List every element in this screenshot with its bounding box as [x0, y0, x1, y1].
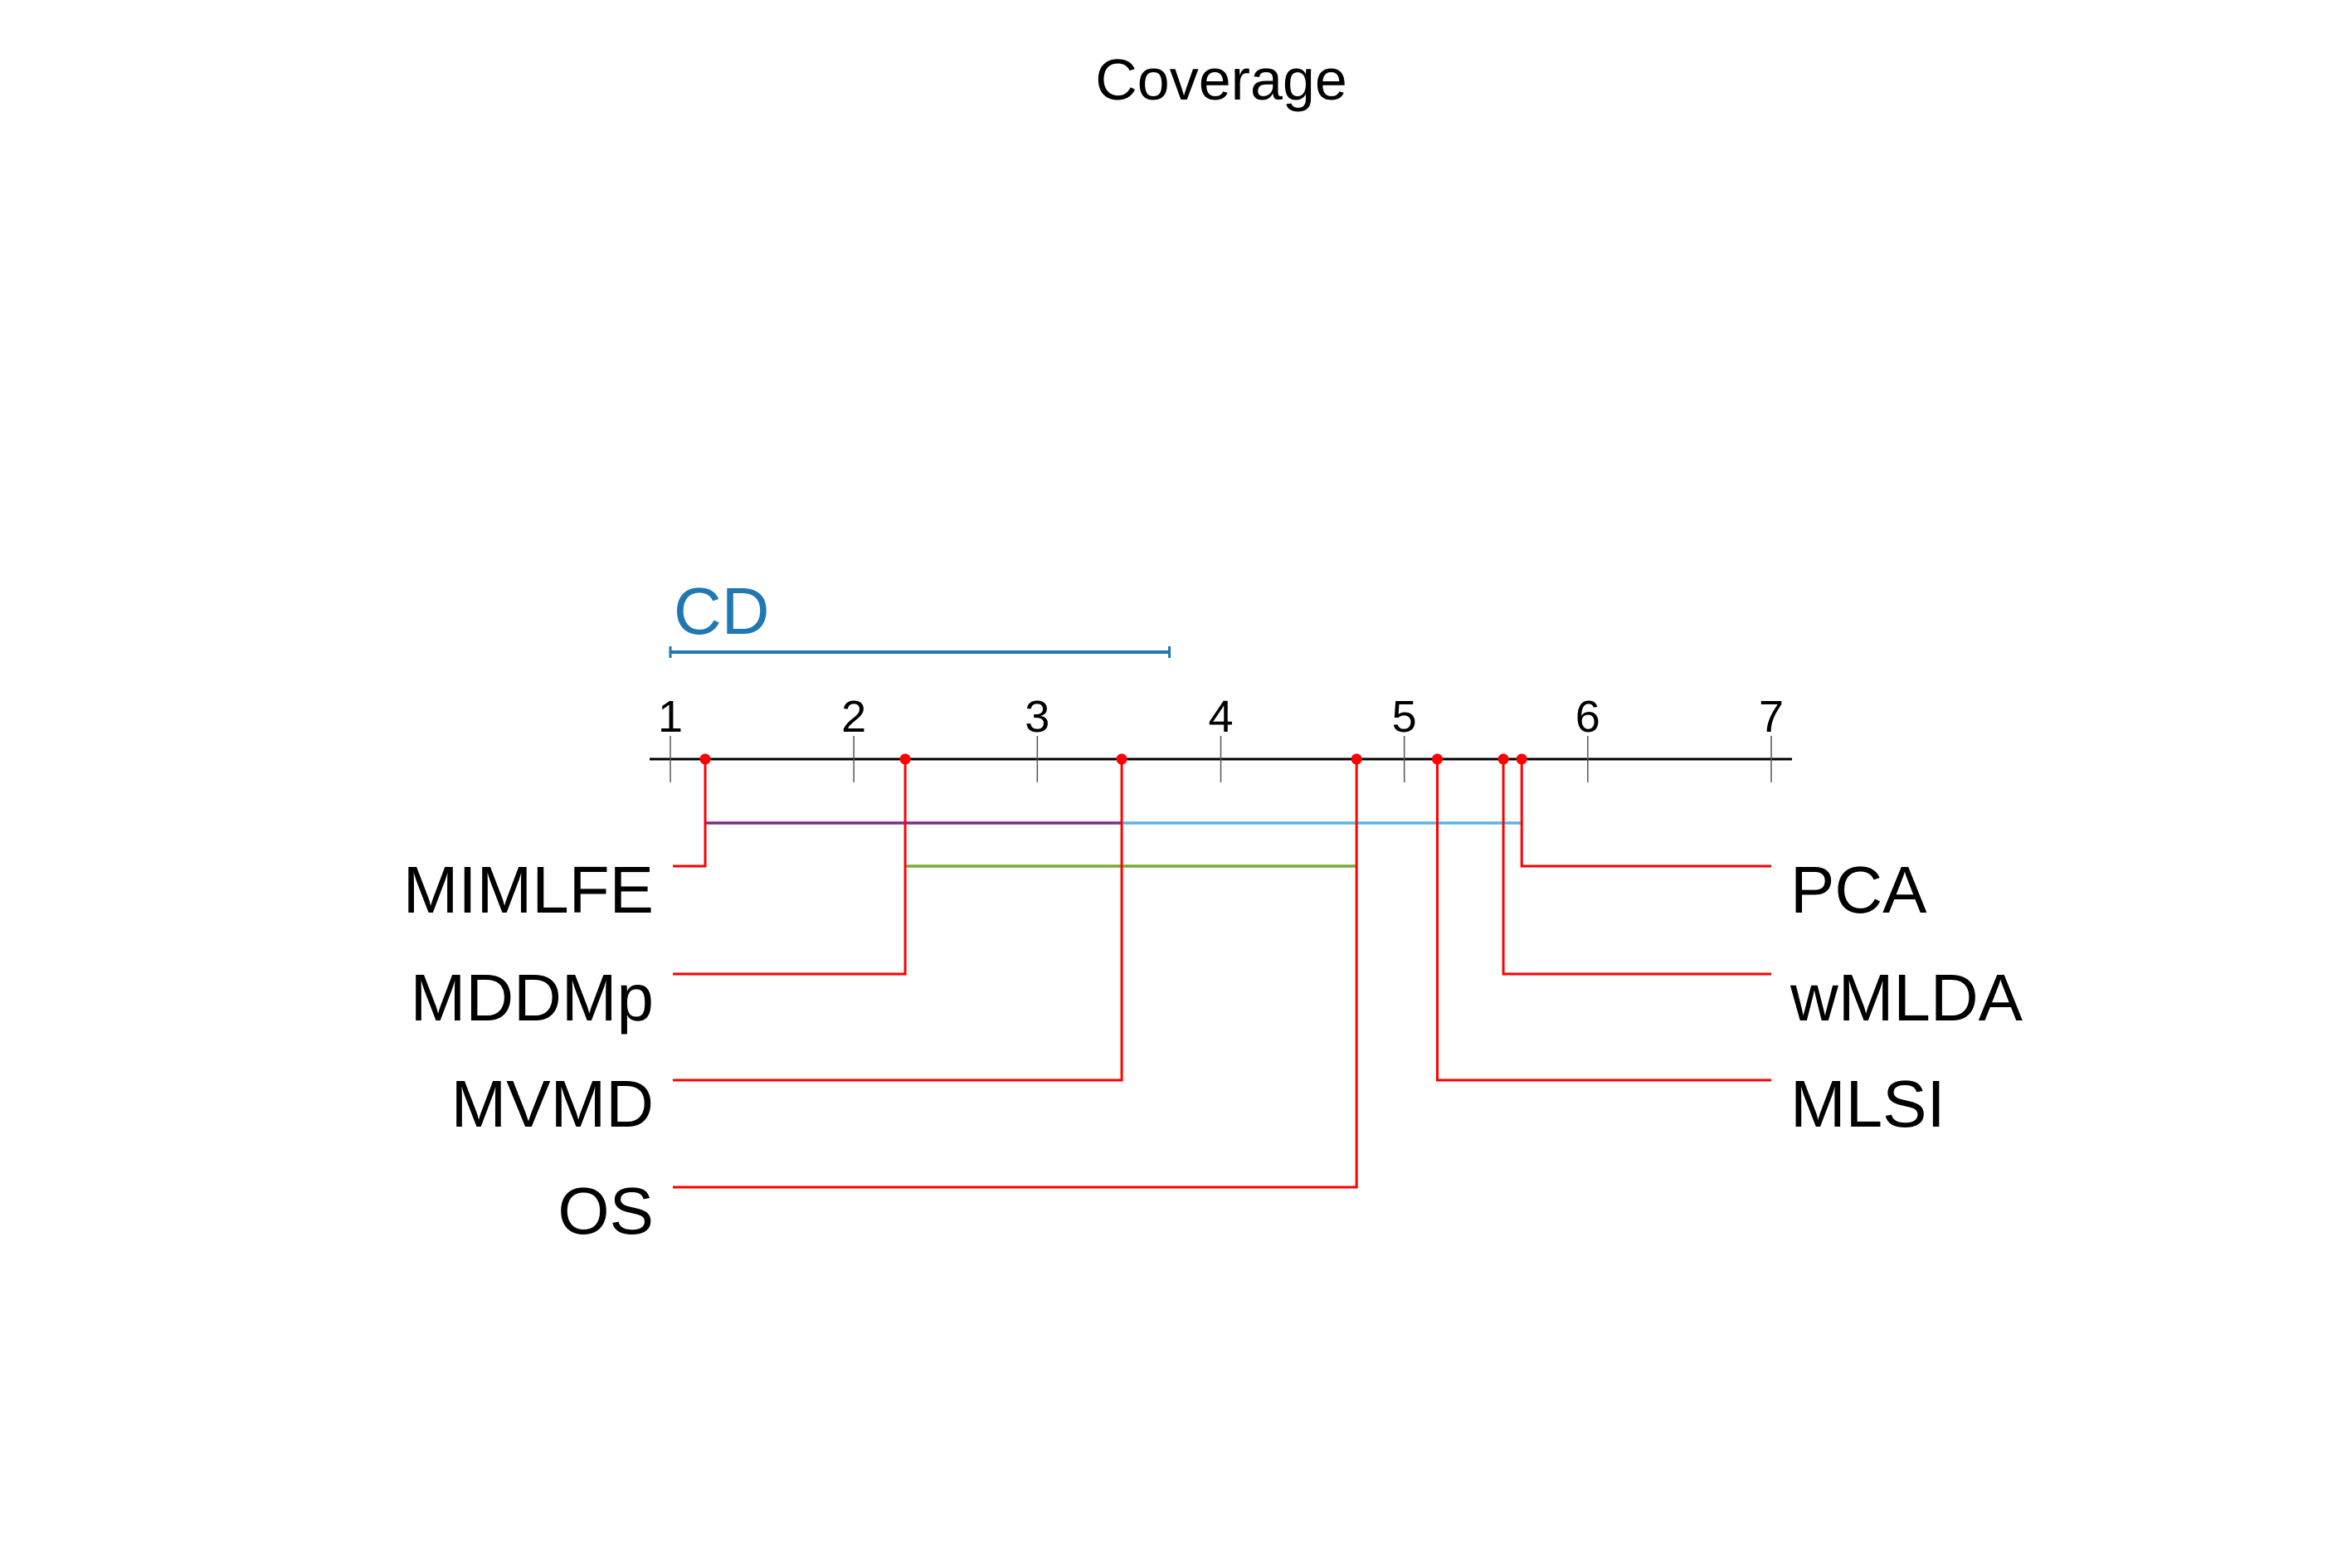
- method-label: MLSI: [1790, 1067, 1945, 1141]
- rank-marker: [1351, 753, 1362, 765]
- method-label: MIMLFE: [403, 853, 654, 927]
- method-label: OS: [558, 1174, 654, 1248]
- tick-label: 3: [1025, 692, 1049, 742]
- tick-label: 4: [1208, 692, 1233, 742]
- tick-label: 7: [1759, 692, 1784, 742]
- tick-label: 2: [841, 692, 866, 742]
- tick-label: 1: [658, 692, 683, 742]
- method-connector: [673, 759, 907, 976]
- method-label: wMLDA: [1790, 961, 2023, 1035]
- rank-marker: [899, 753, 911, 765]
- rank-axis: 1 2 3 4 5 6 7: [650, 692, 1792, 782]
- rank-marker: [699, 753, 711, 765]
- method-connector: [673, 759, 707, 868]
- method-label: MDDMp: [411, 961, 654, 1035]
- method-connector: [673, 759, 1358, 1189]
- rank-marker: [1431, 753, 1443, 765]
- tick-label: 5: [1392, 692, 1417, 742]
- rank-marker: [1116, 753, 1127, 765]
- method-label: PCA: [1790, 853, 1927, 927]
- group-bars: [705, 821, 1522, 868]
- rank-marker: [1516, 753, 1527, 765]
- chart-title: Coverage: [1095, 47, 1347, 112]
- cd-label: CD: [674, 574, 770, 648]
- tick-label: 6: [1575, 692, 1600, 742]
- rank-marker: [1497, 753, 1509, 765]
- method-connector: [1520, 759, 1771, 868]
- cd-bar-group: CD: [669, 574, 1171, 658]
- method-connector: [1435, 759, 1771, 1082]
- method-connector: [1502, 759, 1771, 976]
- method-connector: [673, 759, 1123, 1082]
- method-label: MVMD: [451, 1067, 654, 1141]
